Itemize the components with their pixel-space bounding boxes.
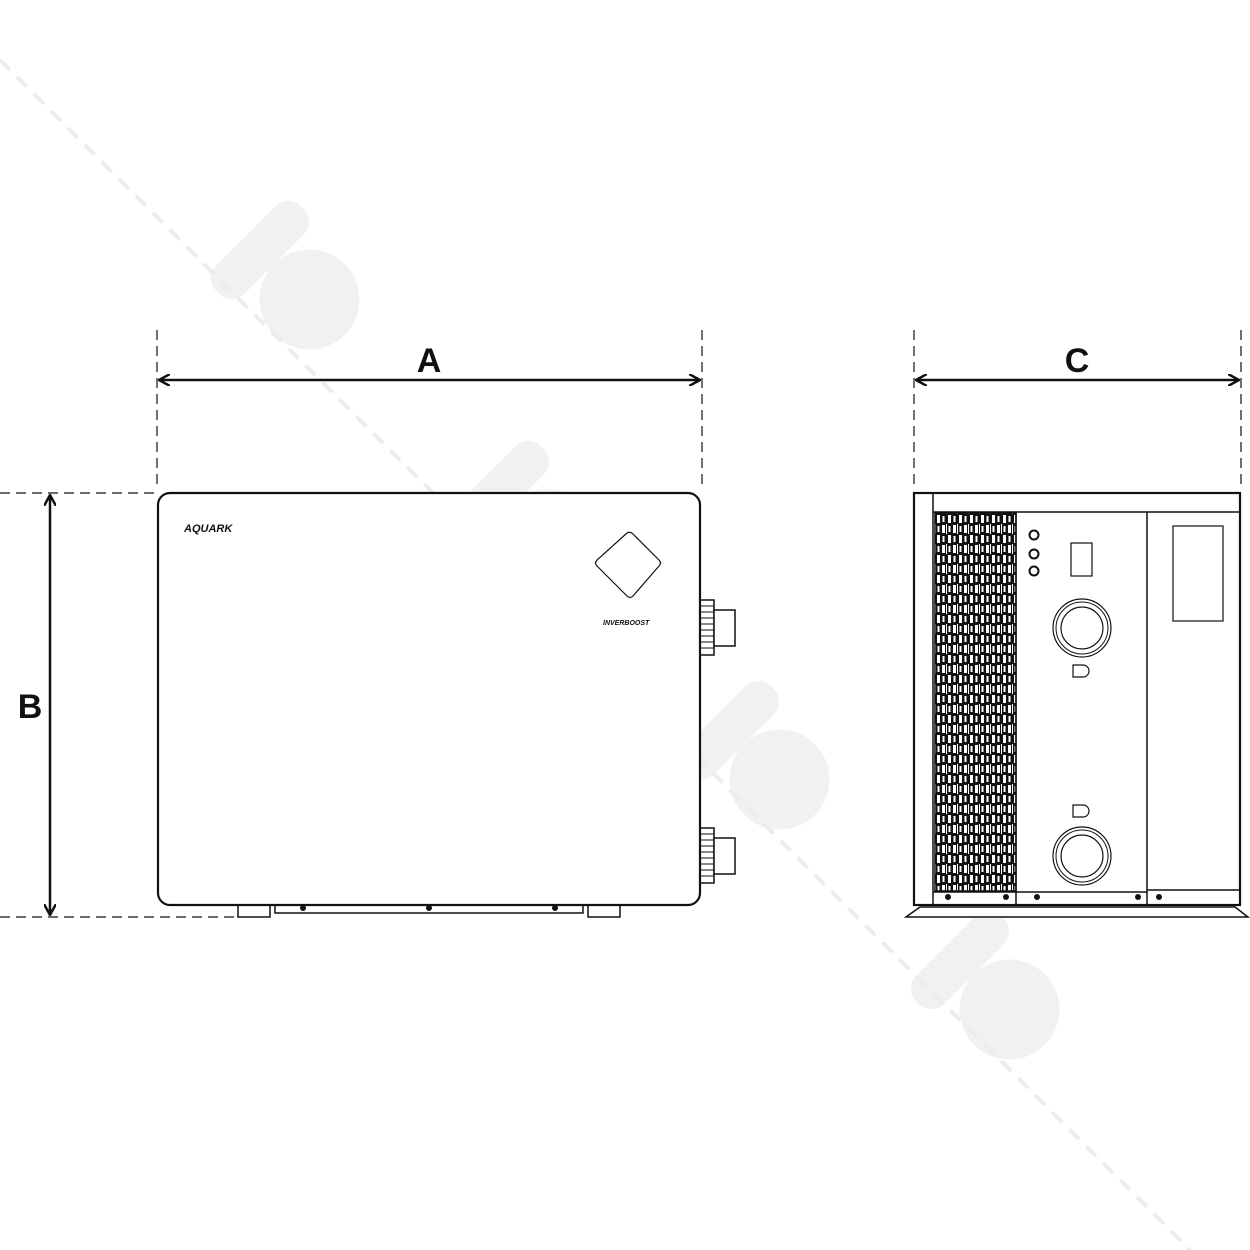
control-panel-diamond: [594, 531, 662, 599]
water-inlet-connector: [699, 599, 736, 656]
base-plate: [903, 906, 1250, 918]
side-view: [903, 491, 1250, 918]
dimension-b-label: B: [18, 688, 43, 726]
front-casing: [156, 491, 702, 907]
dimension-c-label: C: [1065, 342, 1090, 380]
dimension-b: [0, 492, 235, 918]
front-view: [156, 491, 736, 918]
air-grille: [934, 512, 1017, 892]
inverter-badge-logo: INVERBOOST: [603, 620, 650, 627]
dimension-a-label: A: [417, 342, 442, 380]
side-panel-window: [1172, 525, 1224, 622]
label-plate: [1070, 542, 1093, 577]
water-outlet-connector: [699, 827, 736, 884]
dimension-c: [913, 330, 1242, 490]
brand-logo: AQUARK: [183, 523, 233, 535]
dimension-a: [156, 330, 703, 490]
